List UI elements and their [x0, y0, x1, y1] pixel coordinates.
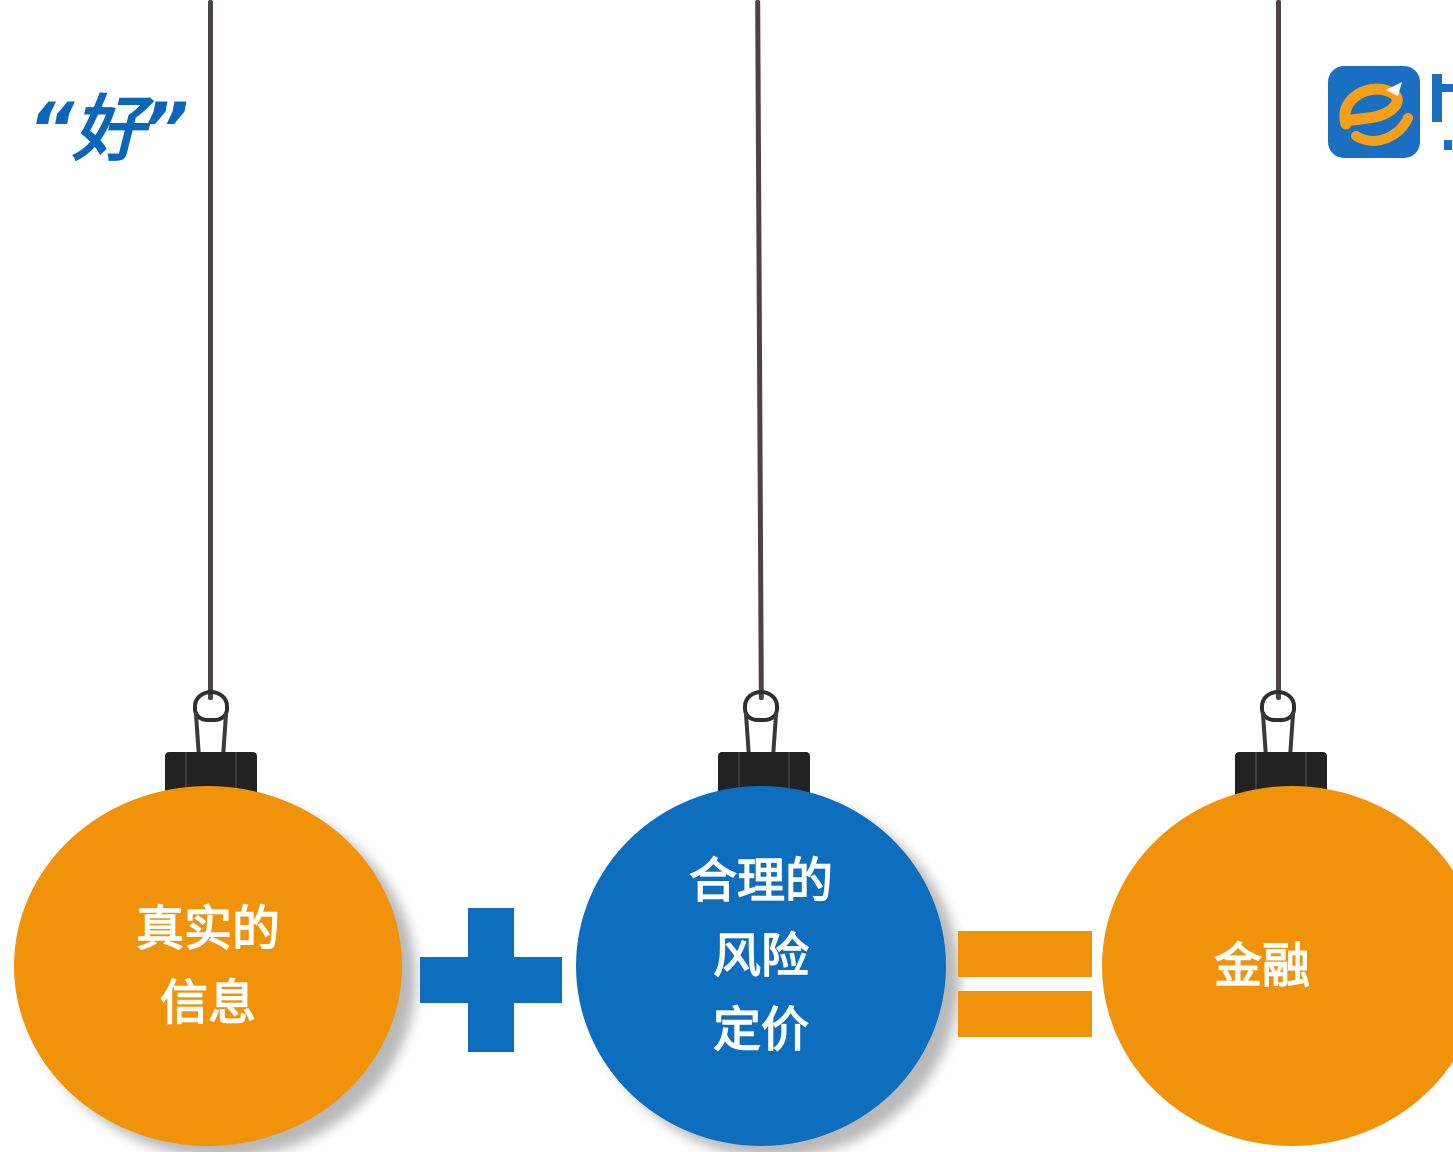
logo-wordmark-edge [1428, 70, 1453, 158]
ornament-risk-pricing-label: 合理的 风险 定价 [688, 853, 833, 1059]
ornament-information-label: 真实的 信息 [135, 900, 280, 1031]
string-left [208, 0, 213, 700]
ornament-information: 真实的 信息 [14, 786, 402, 1146]
ornament-finance-label: 金融 [1214, 937, 1311, 994]
page-title: “好” [28, 87, 189, 171]
e-logo-icon [1328, 66, 1420, 158]
ornament-risk-pricing: 合理的 风险 定价 [576, 786, 946, 1146]
string-middle [755, 0, 764, 700]
ornament-finance: 金融 [1102, 786, 1453, 1146]
string-right [1276, 0, 1281, 700]
